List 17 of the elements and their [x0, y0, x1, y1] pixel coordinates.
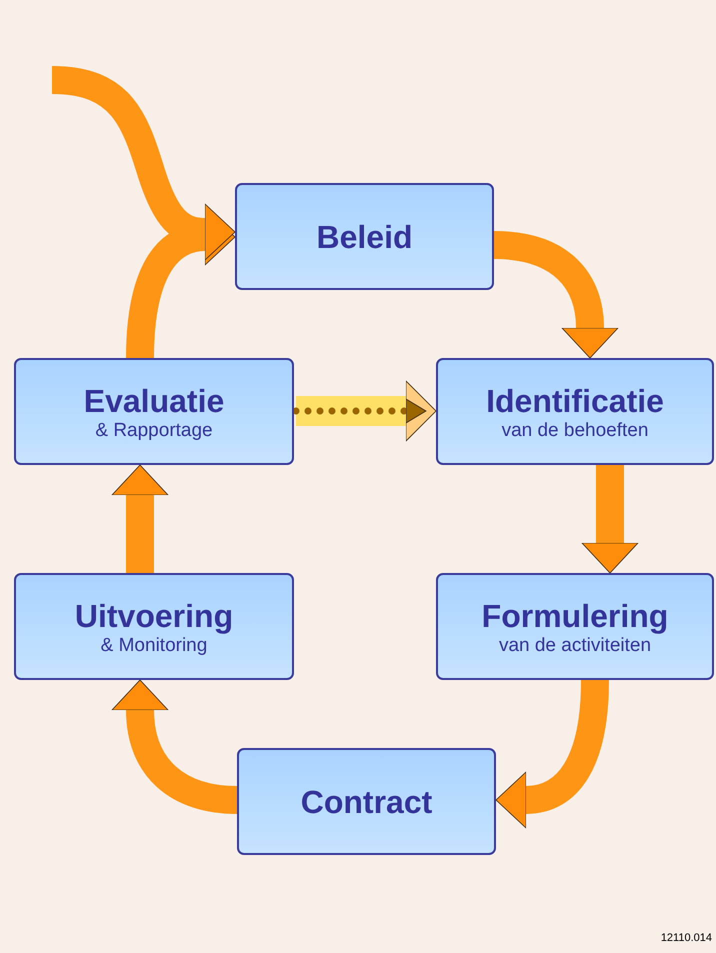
- process-box: [14, 573, 294, 680]
- step-subtitle: van de behoeften: [502, 420, 648, 442]
- step-title: Evaluatie: [84, 382, 224, 420]
- process-box: [14, 358, 294, 465]
- reference-number: 12110.014: [660, 932, 712, 944]
- step-title: Beleid: [316, 218, 413, 256]
- step-subtitle: & Monitoring: [100, 634, 208, 656]
- process-box: [237, 748, 496, 855]
- process-box: [436, 358, 714, 465]
- step-subtitle: van de activiteiten: [498, 634, 652, 656]
- process-box: [436, 573, 714, 680]
- process-box: [235, 183, 494, 290]
- step-title: Formulering: [482, 596, 668, 634]
- step-title: Identificatie: [486, 382, 664, 420]
- step-subtitle: & Rapportage: [95, 420, 213, 442]
- step-title: Uitvoering: [74, 596, 234, 634]
- step-title: Contract: [300, 782, 432, 820]
